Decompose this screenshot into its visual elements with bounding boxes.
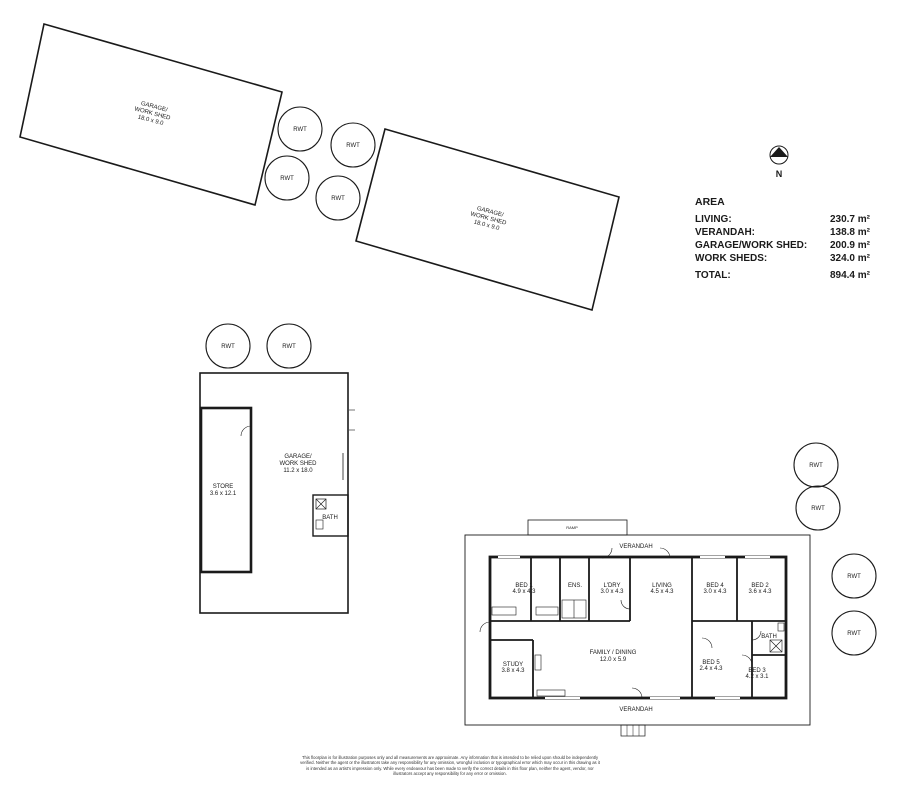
- bed1-label: BED 1: [515, 583, 533, 589]
- rwt-label: RWT: [809, 463, 823, 469]
- verandah-bottom-label: VERANDAH: [619, 707, 652, 713]
- area-row-value: 230.7 m²: [829, 214, 870, 225]
- bed2-size: 3.6 x 4.3: [748, 589, 772, 595]
- ensuite-label: ENS.: [568, 583, 582, 589]
- living-label: LIVING: [652, 583, 672, 589]
- house-external-walls: [488, 555, 788, 700]
- shed-c-name-line2: WORK SHED: [279, 461, 317, 467]
- area-row-label: LIVING:: [695, 214, 732, 225]
- store-label: STORE: [213, 484, 234, 490]
- verandah-outline: [464, 534, 811, 726]
- bed5-size: 2.4 x 4.3: [699, 666, 723, 672]
- bed3-size: 4.2 x 3.1: [745, 674, 769, 680]
- area-row-total: TOTAL: 894.4 m²: [695, 269, 870, 282]
- area-row-living: LIVING: 230.7 m²: [695, 213, 870, 226]
- bed4-label: BED 4: [706, 583, 724, 589]
- area-row-verandah: VERANDAH: 138.8 m²: [695, 226, 870, 239]
- north-compass: [769, 145, 789, 165]
- rwt-label: RWT: [282, 344, 296, 350]
- rwt-tank: [264, 155, 310, 201]
- area-row-label: WORK SHEDS:: [695, 253, 768, 264]
- area-row-garage: GARAGE/WORK SHED: 200.9 m²: [695, 239, 870, 252]
- rwt-label: RWT: [346, 143, 360, 149]
- shed-c-size: 11.2 x 18.0: [283, 468, 313, 474]
- area-row-value: 200.9 m²: [829, 240, 870, 251]
- area-row-label: VERANDAH:: [695, 227, 755, 238]
- rainwater-tanks: [205, 106, 877, 656]
- house-bath-label: BATH: [761, 634, 777, 640]
- area-title: AREA: [695, 196, 725, 208]
- rwt-tank: [266, 323, 312, 369]
- area-summary: AREA LIVING: 230.7 m² VERANDAH: 138.8 m²…: [695, 196, 870, 282]
- store-size: 3.6 x 12.1: [210, 491, 237, 497]
- garage-work-shed-c: [199, 372, 355, 614]
- study-size: 3.8 x 4.3: [501, 668, 525, 674]
- family-dining-label: FAMILY / DINING: [590, 650, 637, 656]
- bed4-size: 3.0 x 4.3: [703, 589, 727, 595]
- rwt-label: RWT: [847, 574, 861, 580]
- family-dining-size: 12.0 x 5.9: [600, 657, 627, 663]
- disclaimer-text: This floorplan is for illustration purpo…: [300, 755, 600, 777]
- rwt-tank: [831, 610, 877, 656]
- rwt-tank: [831, 553, 877, 599]
- garage-work-shed-a: [19, 22, 283, 207]
- rwt-tank: [205, 323, 251, 369]
- ramp: [527, 519, 628, 536]
- store-room: [199, 406, 253, 574]
- verandah-top-label: VERANDAH: [619, 544, 652, 550]
- shed-bath: [312, 494, 349, 537]
- rwt-label: RWT: [811, 506, 825, 512]
- area-row-value: 324.0 m²: [829, 253, 870, 264]
- bed3-label: BED 3: [748, 668, 766, 674]
- rwt-label: RWT: [331, 196, 345, 202]
- bed1-size: 4.9 x 4.3: [512, 589, 536, 595]
- rwt-tank: [277, 106, 323, 152]
- area-row-value: 138.8 m²: [829, 227, 870, 238]
- living-size: 4.5 x 4.3: [650, 589, 674, 595]
- house: [464, 519, 811, 737]
- shed-bath-label: BATH: [322, 515, 338, 521]
- ramp-label: RAMP: [566, 525, 578, 530]
- rwt-tank: [793, 442, 839, 488]
- area-total-label: TOTAL:: [695, 270, 731, 281]
- laundry-size: 3.0 x 4.3: [600, 589, 624, 595]
- rwt-tank: [795, 485, 841, 531]
- area-total-value: 894.4 m²: [829, 270, 870, 281]
- shed-c-name-line1: GARAGE/: [284, 454, 312, 460]
- area-row-label: GARAGE/WORK SHED:: [695, 240, 808, 251]
- rwt-label: RWT: [847, 631, 861, 637]
- rwt-label: RWT: [221, 344, 235, 350]
- north-label: N: [776, 169, 783, 179]
- garage-work-shed-b: [355, 128, 620, 312]
- bed5-label: BED 5: [702, 660, 720, 666]
- rwt-label: RWT: [293, 127, 307, 133]
- bed2-label: BED 2: [751, 583, 769, 589]
- area-row-work-sheds: WORK SHEDS: 324.0 m²: [695, 252, 870, 265]
- rwt-tank: [330, 122, 376, 168]
- rwt-label: RWT: [280, 176, 294, 182]
- study-label: STUDY: [503, 662, 523, 668]
- laundry-label: L'DRY: [603, 583, 620, 589]
- rwt-tank: [315, 175, 361, 221]
